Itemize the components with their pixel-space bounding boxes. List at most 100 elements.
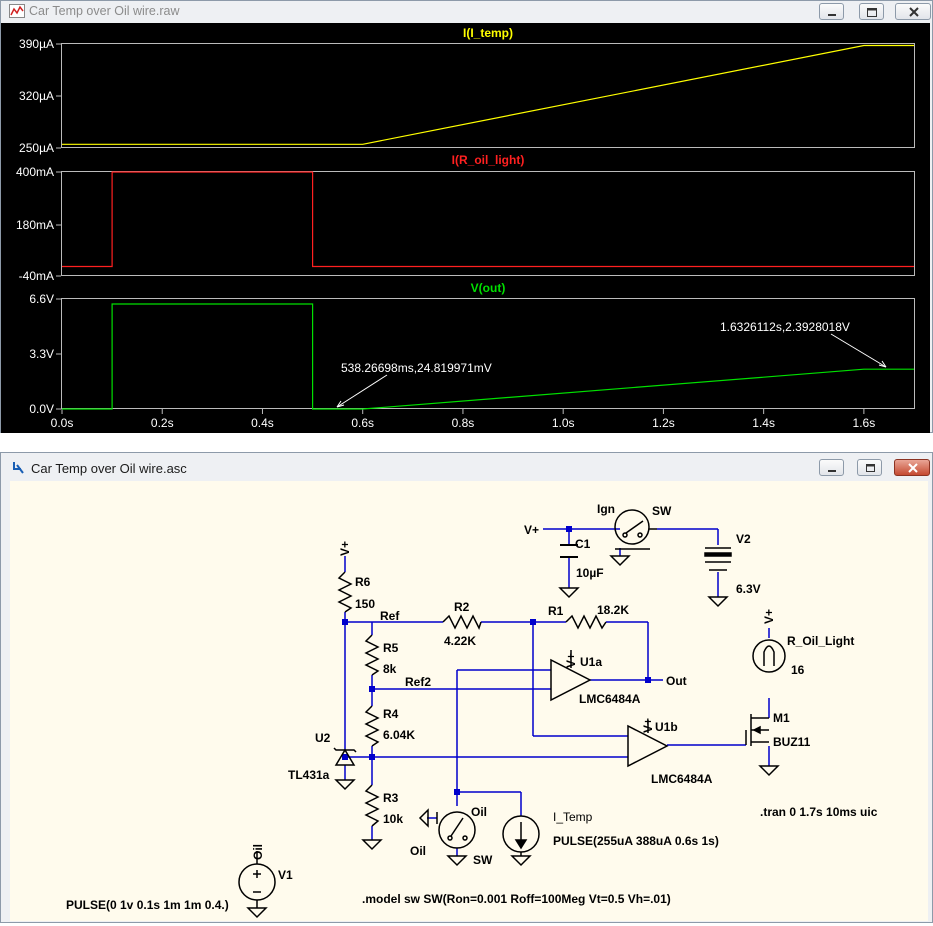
battery-v2 — [704, 547, 732, 571]
label-u2: U2 — [315, 731, 331, 745]
label-r1-value: 18.2K — [597, 603, 629, 617]
label-r-oil-light: R_Oil_Light — [787, 634, 854, 648]
plot-canvas[interactable]: I(I_temp) I(R_oil_light) V(out) 390µA 32… — [1, 23, 930, 433]
y-tick-label: 390µA — [19, 37, 54, 51]
wires — [344, 528, 770, 856]
y-tick-label: -40mA — [19, 269, 54, 283]
label-v2-value: 6.3V — [736, 582, 761, 596]
cursor-label: 538.26698ms,24.819971mV — [341, 361, 492, 375]
minimize-button[interactable] — [819, 459, 844, 476]
y-tick-label: 320µA — [19, 89, 54, 103]
tl431-u2 — [333, 747, 357, 766]
label-oil: Oil — [410, 844, 426, 858]
minimize-button[interactable] — [819, 3, 844, 20]
schematic-drawing[interactable]: V+ V+ V+ V+ V+ Ign SW C1 10µF V2 6.3V R6… — [10, 481, 928, 921]
oil-switch — [436, 811, 476, 849]
directive-model: .model sw SW(Ron=0.001 Roff=100Meg Vt=0.… — [362, 892, 671, 906]
label-r5-value: 8k — [383, 662, 397, 676]
label-r-oil-light-value: 16 — [791, 663, 805, 677]
label-v1: V1 — [278, 868, 293, 882]
label-v2: V2 — [736, 532, 751, 546]
label-v1-value: PULSE(0 1v 0.1s 1m 1m 0.4.) — [66, 898, 229, 912]
y-tick-label: 250µA — [19, 141, 54, 155]
label-i-temp-value: PULSE(255uA 388uA 0.6s 1s) — [553, 834, 719, 848]
label-vplus: V+ — [564, 653, 578, 668]
label-c1: C1 — [575, 537, 591, 551]
label-ref: Ref — [380, 609, 400, 623]
x-tick-label: 1.2s — [652, 416, 675, 430]
current-source-i-temp — [502, 815, 540, 853]
x-tick-label: 0.6s — [351, 416, 374, 430]
plot-area[interactable]: I(I_temp) I(R_oil_light) V(out) 390µA 32… — [1, 23, 930, 433]
label-r4: R4 — [383, 707, 399, 721]
label-out: Out — [666, 674, 687, 688]
schematic-window-title: Car Temp over Oil wire.asc — [31, 461, 187, 476]
trace-line-2[interactable] — [62, 303, 914, 410]
junctions — [342, 526, 651, 795]
label-vplus: V+ — [762, 609, 776, 624]
cursor-annotation-2[interactable]: 1.6326112s,2.3928018V — [720, 320, 887, 368]
label-u2-value: TL431a — [288, 768, 330, 782]
label-r2-value: 4.22K — [444, 634, 476, 648]
pane-frame-oil-light — [61, 171, 915, 276]
label-r6: R6 — [355, 575, 371, 589]
label-ref2: Ref2 — [405, 675, 431, 689]
waveform-window[interactable]: Car Temp over Oil wire.raw I(I_temp) I(R… — [0, 0, 933, 433]
x-tick-label: 0.0s — [51, 416, 74, 430]
label-oil-net: Oil — [251, 844, 265, 860]
y-tick-label: 0.0V — [29, 402, 54, 416]
close-button[interactable] — [895, 3, 931, 20]
label-sw: SW — [473, 853, 493, 867]
restore-button[interactable] — [857, 459, 882, 476]
label-c1-value: 10µF — [576, 566, 604, 580]
resistors — [337, 571, 607, 827]
maximize-button[interactable] — [859, 3, 884, 20]
schematic-app-icon — [11, 460, 27, 481]
waveform-app-icon — [9, 4, 25, 23]
label-i-temp: I_Temp — [553, 810, 593, 824]
label-u1b-value: LMC6484A — [651, 772, 713, 786]
label-r1: R1 — [548, 604, 564, 618]
pane-frame-temp — [61, 43, 915, 148]
schematic-titlebar[interactable]: Car Temp over Oil wire.asc — [1, 453, 932, 481]
label-u1a-value: LMC6484A — [579, 692, 641, 706]
label-r2: R2 — [454, 600, 470, 614]
trace-title-oil-light[interactable]: I(R_oil_light) — [452, 153, 525, 167]
x-tick-label: 0.8s — [452, 416, 475, 430]
schematic-labels: V+ V+ V+ V+ V+ Ign SW C1 10µF V2 6.3V R6… — [66, 502, 878, 912]
capacitor-c1 — [560, 544, 578, 558]
opamps — [550, 650, 669, 768]
label-ign: Ign — [597, 502, 615, 516]
mosfet-m1 — [745, 714, 769, 746]
label-m1-value: BUZ11 — [773, 735, 811, 749]
trace-line-1[interactable] — [62, 171, 914, 268]
waveform-titlebar[interactable]: Car Temp over Oil wire.raw — [1, 1, 932, 23]
label-vplus: V+ — [338, 541, 352, 556]
label-oil: Oil — [471, 805, 487, 819]
label-m1: M1 — [773, 711, 790, 725]
pane-frame-out — [61, 298, 915, 409]
waveform-window-title: Car Temp over Oil wire.raw — [29, 4, 180, 18]
ground-symbols — [246, 555, 780, 919]
label-r6-value: 150 — [355, 597, 375, 611]
lamp-r-oil-light — [752, 639, 786, 673]
y-tick-label: 400mA — [16, 165, 54, 179]
label-vplus: V+ — [524, 523, 539, 537]
y-tick-label: 3.3V — [29, 347, 54, 361]
x-tick-label: 1.6s — [853, 416, 876, 430]
directive-tran: .tran 0 1.7s 10ms uic — [760, 805, 878, 819]
trace-line-0[interactable] — [62, 44, 914, 145]
label-r5: R5 — [383, 641, 399, 655]
label-r3: R3 — [383, 791, 399, 805]
trace-title-temp[interactable]: I(I_temp) — [463, 26, 513, 40]
schematic-canvas[interactable]: V+ V+ V+ V+ V+ Ign SW C1 10µF V2 6.3V R6… — [10, 481, 928, 921]
cursor-label: 1.6326112s,2.3928018V — [720, 320, 850, 334]
x-tick-label: 0.4s — [251, 416, 274, 430]
close-button[interactable] — [894, 459, 930, 476]
ign-switch — [614, 509, 657, 550]
x-tick-label: 1.0s — [552, 416, 575, 430]
y-tick-label: 6.6V — [29, 292, 54, 306]
cursor-annotation-1[interactable]: 538.26698ms,24.819971mV — [336, 361, 492, 408]
trace-title-out[interactable]: V(out) — [471, 281, 506, 295]
label-sw: SW — [652, 504, 672, 518]
